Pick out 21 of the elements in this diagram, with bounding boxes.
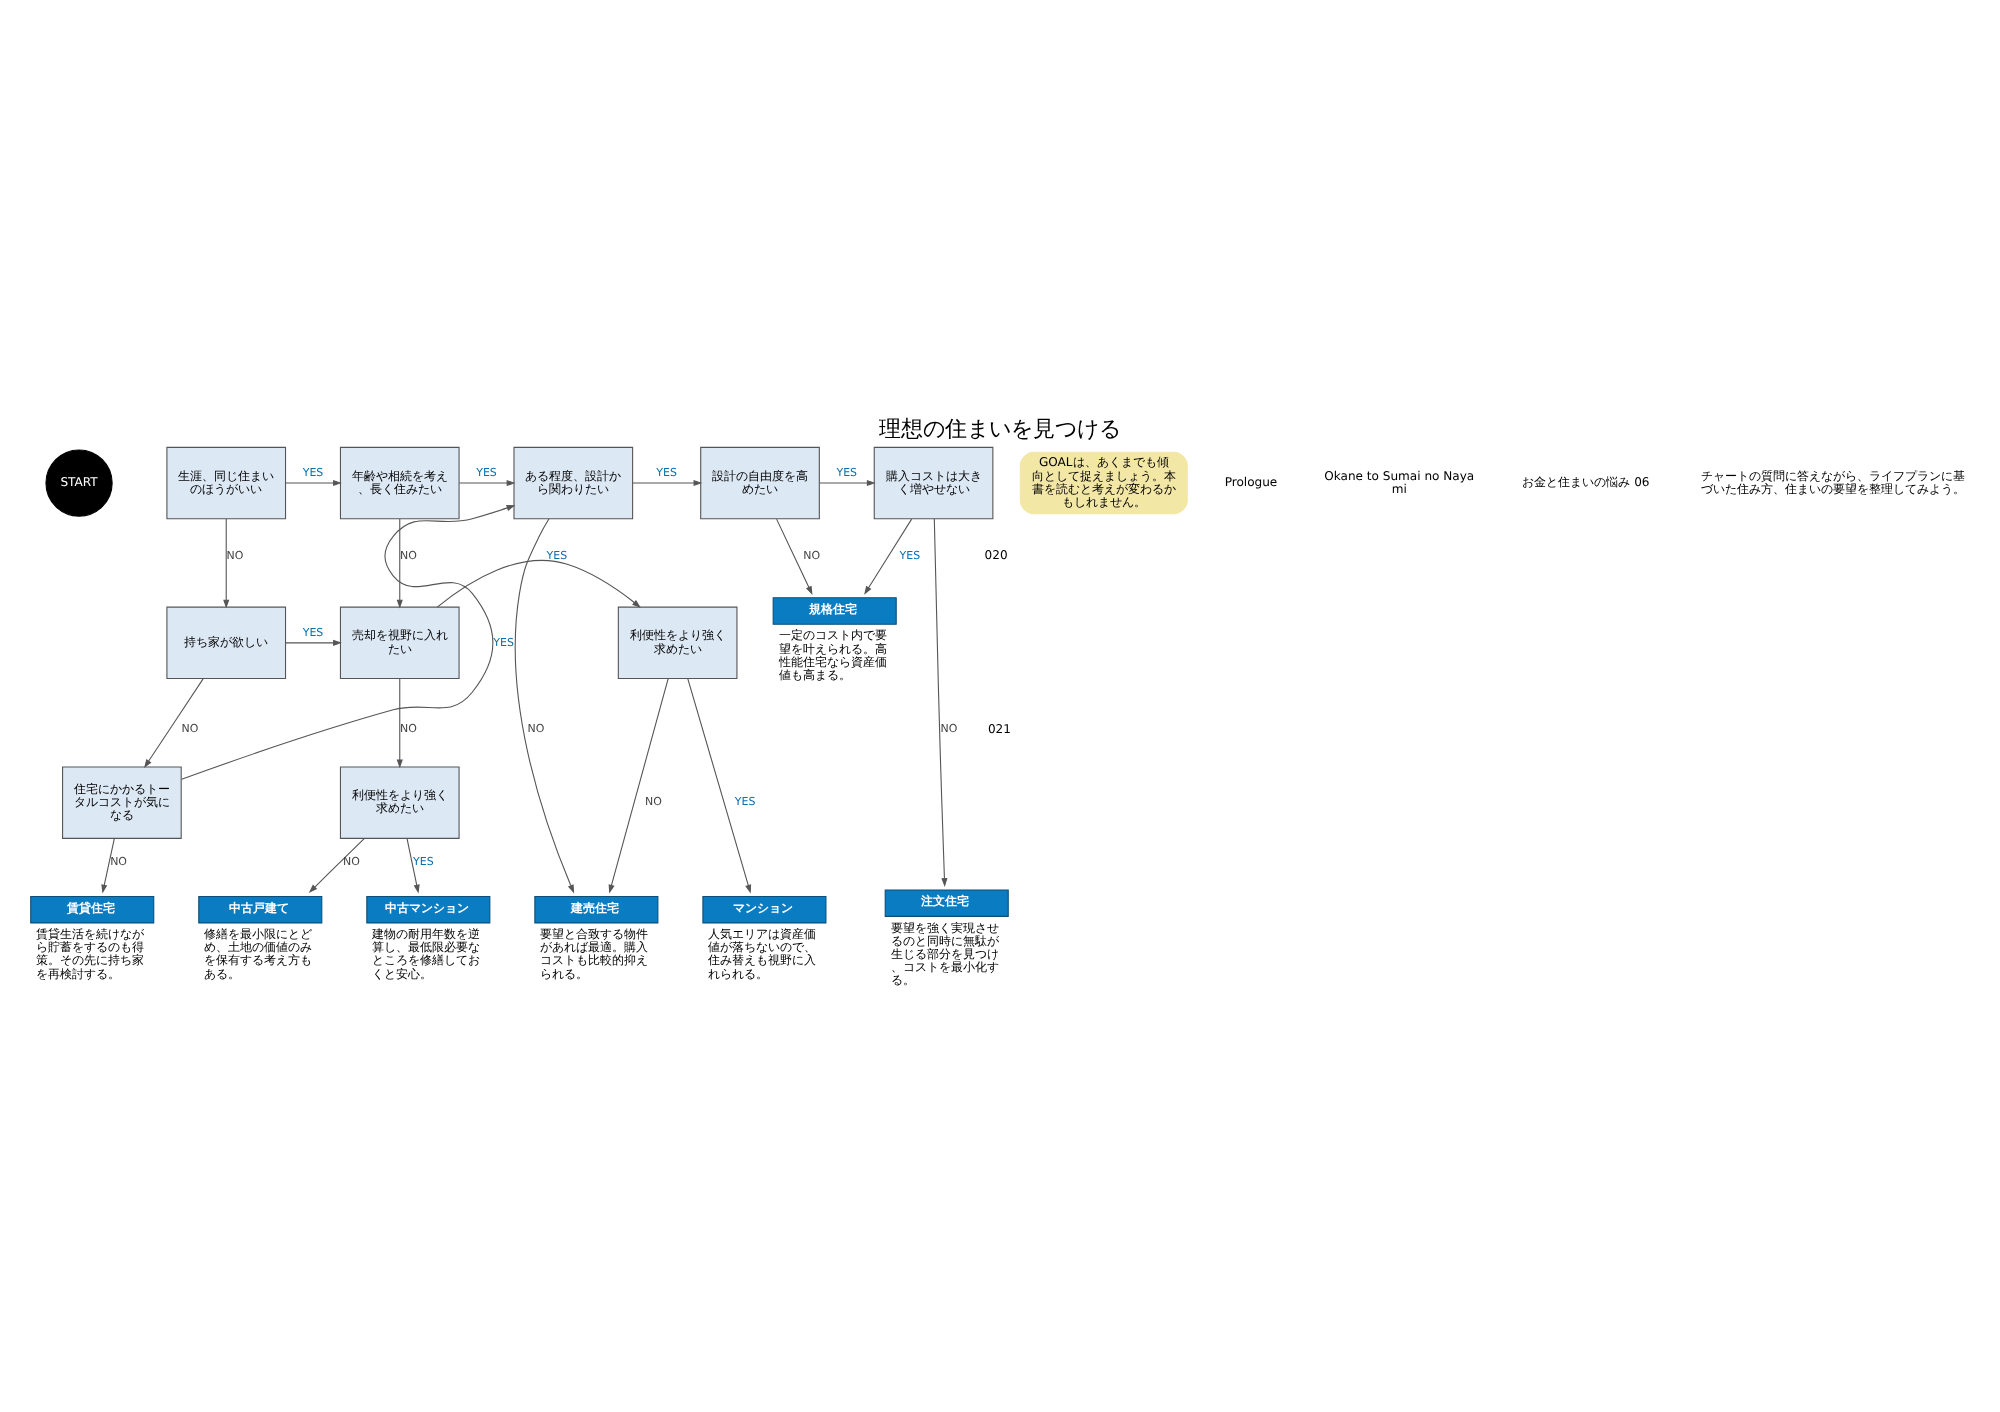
arrow bbox=[396, 678, 403, 769]
arrow bbox=[608, 678, 669, 894]
arrow bbox=[396, 518, 403, 609]
diagram-title: 理想の住まいを見つける bbox=[879, 416, 1121, 443]
arrow bbox=[308, 838, 365, 893]
arrow bbox=[687, 678, 752, 894]
arrow bbox=[776, 518, 813, 595]
arrow bbox=[864, 518, 913, 595]
arrow bbox=[632, 479, 703, 487]
arrow bbox=[285, 479, 342, 487]
arrow bbox=[933, 518, 948, 887]
arrow bbox=[436, 559, 641, 608]
arrow bbox=[223, 518, 230, 609]
arrow bbox=[819, 479, 876, 487]
arrow bbox=[458, 479, 516, 487]
arrow bbox=[144, 678, 204, 769]
arrow bbox=[514, 518, 575, 894]
arrow bbox=[181, 505, 516, 780]
arrow bbox=[285, 639, 342, 646]
arrow bbox=[101, 838, 115, 894]
arrow bbox=[406, 838, 420, 894]
